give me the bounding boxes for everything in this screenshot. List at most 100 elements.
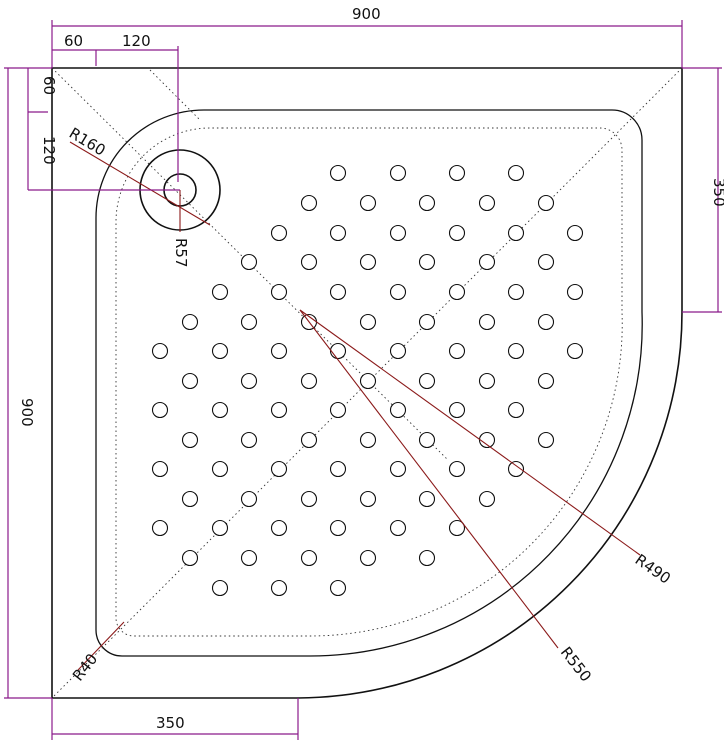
drain-hole — [300, 549, 318, 567]
dimension-right — [682, 67, 722, 313]
drain-hole — [537, 194, 555, 212]
drain-hole — [478, 253, 496, 271]
drain-hole — [418, 253, 436, 271]
drain-hole — [300, 372, 318, 390]
drain-hole — [211, 342, 229, 360]
drain-hole — [478, 194, 496, 212]
dim-label-top-900: 900 — [352, 5, 381, 23]
drain-hole — [240, 253, 258, 271]
drain-hole — [448, 164, 466, 182]
drain-hole — [300, 253, 318, 271]
drain-hole — [270, 579, 288, 597]
dimension-top — [51, 20, 683, 182]
drain-hole — [537, 372, 555, 390]
dimension-bottom — [51, 698, 299, 740]
drain-hole — [478, 372, 496, 390]
radius-label-r40: R40 — [69, 650, 101, 684]
drain-hole — [151, 519, 169, 537]
drain-hole — [389, 401, 407, 419]
drain-hole — [329, 164, 347, 182]
drain-hole — [359, 253, 377, 271]
drain-hole — [507, 401, 525, 419]
drain-hole — [418, 549, 436, 567]
drain-hole — [240, 313, 258, 331]
drain-hole — [329, 519, 347, 537]
drain-hole — [151, 460, 169, 478]
drain-hole — [359, 194, 377, 212]
drain-hole — [300, 194, 318, 212]
dim-label-left-900: 900 — [18, 398, 36, 427]
tray-rim-outline — [95, 109, 643, 657]
dimension-left — [4, 67, 180, 699]
drain-hole — [181, 549, 199, 567]
dim-label-top-120: 120 — [122, 32, 151, 50]
drain-hole — [448, 342, 466, 360]
drain-hole — [151, 342, 169, 360]
drain-hole — [448, 519, 466, 537]
dim-label-right-350: 350 — [710, 178, 724, 207]
corner-dotted-line — [149, 69, 201, 121]
drain-hole — [329, 283, 347, 301]
drain-hole — [566, 283, 584, 301]
drain-hole — [211, 460, 229, 478]
tray-outer-outline — [51, 67, 683, 699]
drain-hole — [418, 490, 436, 508]
drain-hole — [537, 313, 555, 331]
drain-hole — [448, 224, 466, 242]
radius-label-r550: R550 — [557, 643, 595, 685]
drain-hole — [478, 490, 496, 508]
radius-line-r490 — [299, 309, 641, 556]
drain-hole — [270, 519, 288, 537]
drain-hole — [359, 490, 377, 508]
drain-hole — [240, 490, 258, 508]
drain-hole — [270, 224, 288, 242]
drain-holes — [151, 164, 584, 597]
drain-hole — [448, 283, 466, 301]
drain-hole — [537, 253, 555, 271]
drain-hole — [418, 431, 436, 449]
drain-hole — [389, 224, 407, 242]
drain-hole — [507, 460, 525, 478]
drain-hole — [329, 342, 347, 360]
drain-hole — [181, 490, 199, 508]
drain-hole — [389, 460, 407, 478]
diagonal-centerline-1 — [51, 67, 449, 461]
drain-hole — [418, 372, 436, 390]
drain-hole — [181, 313, 199, 331]
drain-hole — [329, 401, 347, 419]
radius-line-r160 — [69, 141, 211, 226]
drain-hole — [211, 283, 229, 301]
radius-line-r40 — [77, 621, 125, 671]
drain-hole — [270, 283, 288, 301]
drain-hole — [329, 224, 347, 242]
drain-hole — [507, 224, 525, 242]
drain-hole — [389, 164, 407, 182]
drain-hole — [418, 313, 436, 331]
drain-hole — [181, 431, 199, 449]
drain-hole — [389, 519, 407, 537]
drain-hole — [478, 313, 496, 331]
drain-hole — [181, 372, 199, 390]
drain-hole — [507, 342, 525, 360]
drain-hole — [240, 372, 258, 390]
drain-hole — [240, 431, 258, 449]
drain-hole — [389, 283, 407, 301]
radius-label-r490: R490 — [632, 551, 674, 588]
drain-hole — [566, 342, 584, 360]
drain-hole — [211, 579, 229, 597]
drain-hole — [270, 342, 288, 360]
dim-label-top-60: 60 — [64, 32, 83, 50]
drain-hole — [329, 579, 347, 597]
radius-label-r57: R57 — [172, 238, 190, 268]
drain-hole — [300, 490, 318, 508]
dim-label-bottom-350: 350 — [156, 714, 185, 732]
radius-line-r550 — [299, 309, 559, 649]
drain-hole — [151, 401, 169, 419]
drain-hole — [359, 431, 377, 449]
drain-hole — [359, 313, 377, 331]
drain-hole — [389, 342, 407, 360]
drain-hole — [211, 519, 229, 537]
drain-hole — [329, 460, 347, 478]
